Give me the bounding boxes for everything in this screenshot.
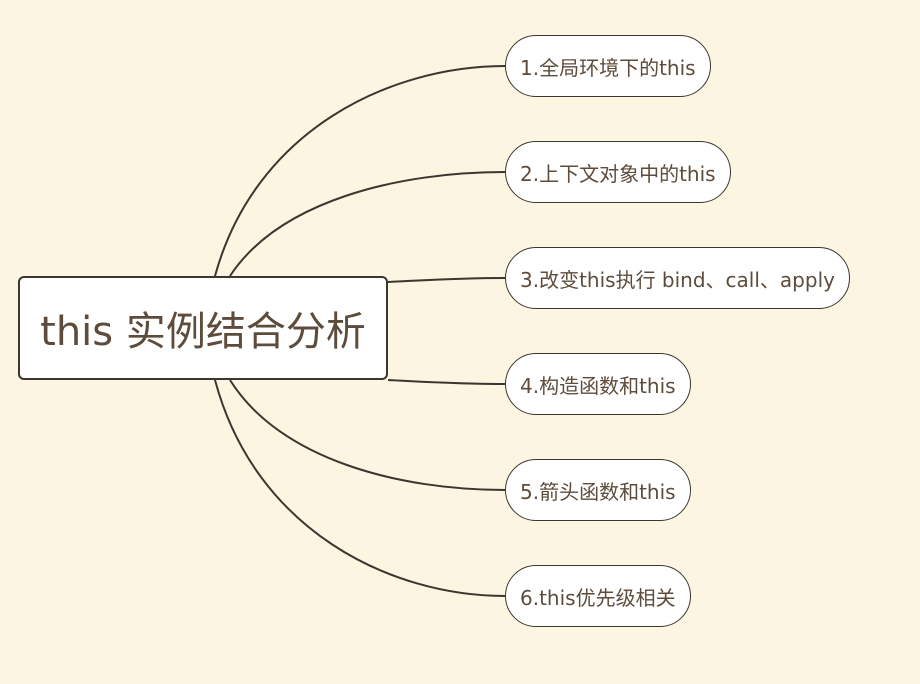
branch-topic-6[interactable]: 6.this优先级相关	[505, 565, 691, 627]
connector-branch-2	[229, 171, 506, 277]
branch-topic-label: 6.this优先级相关	[520, 585, 676, 610]
branch-topic-label: 1.全局环境下的this	[520, 55, 696, 80]
branch-topic-4[interactable]: 4.构造函数和this	[505, 353, 691, 415]
branch-topic-3[interactable]: 3.改变this执行 bind、call、apply	[505, 247, 850, 309]
branch-topic-label: 4.构造函数和this	[520, 373, 676, 398]
branch-topic-label: 2.上下文对象中的this	[520, 161, 716, 186]
connector-branch-4	[387, 379, 506, 385]
branch-topic-5[interactable]: 5.箭头函数和this	[505, 459, 691, 521]
root-topic[interactable]: this 实例结合分析	[18, 276, 388, 380]
connector-branch-3	[387, 277, 506, 283]
branch-topic-label: 5.箭头函数和this	[520, 479, 676, 504]
connector-branch-6	[214, 379, 506, 597]
root-topic-label: this 实例结合分析	[40, 309, 366, 355]
branch-topic-label: 3.改变this执行 bind、call、apply	[520, 267, 835, 292]
branch-topic-2[interactable]: 2.上下文对象中的this	[505, 141, 731, 203]
connector-branch-1	[214, 65, 506, 277]
branch-topic-1[interactable]: 1.全局环境下的this	[505, 35, 711, 97]
connector-branch-5	[229, 379, 506, 491]
